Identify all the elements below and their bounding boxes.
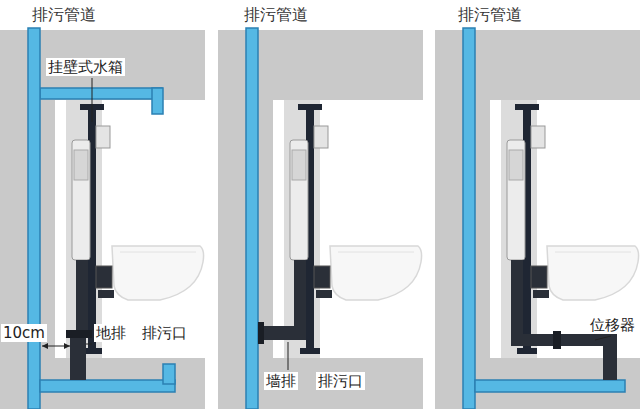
dimension-label: 10cm bbox=[1, 324, 47, 342]
pipe-label: 排污管道 bbox=[242, 5, 310, 24]
outlet-label: 排污口 bbox=[316, 372, 365, 390]
tank-label: 挂壁式水箱 bbox=[46, 58, 125, 76]
drain-type-label: 墙排 bbox=[264, 372, 298, 390]
drain-type-label: 地排 bbox=[94, 324, 128, 342]
pipe-label: 排污管道 bbox=[456, 5, 524, 24]
outlet-label: 排污口 bbox=[140, 324, 189, 342]
pipe-label: 排污管道 bbox=[30, 5, 98, 24]
displacer-label: 位移器 bbox=[588, 316, 637, 334]
